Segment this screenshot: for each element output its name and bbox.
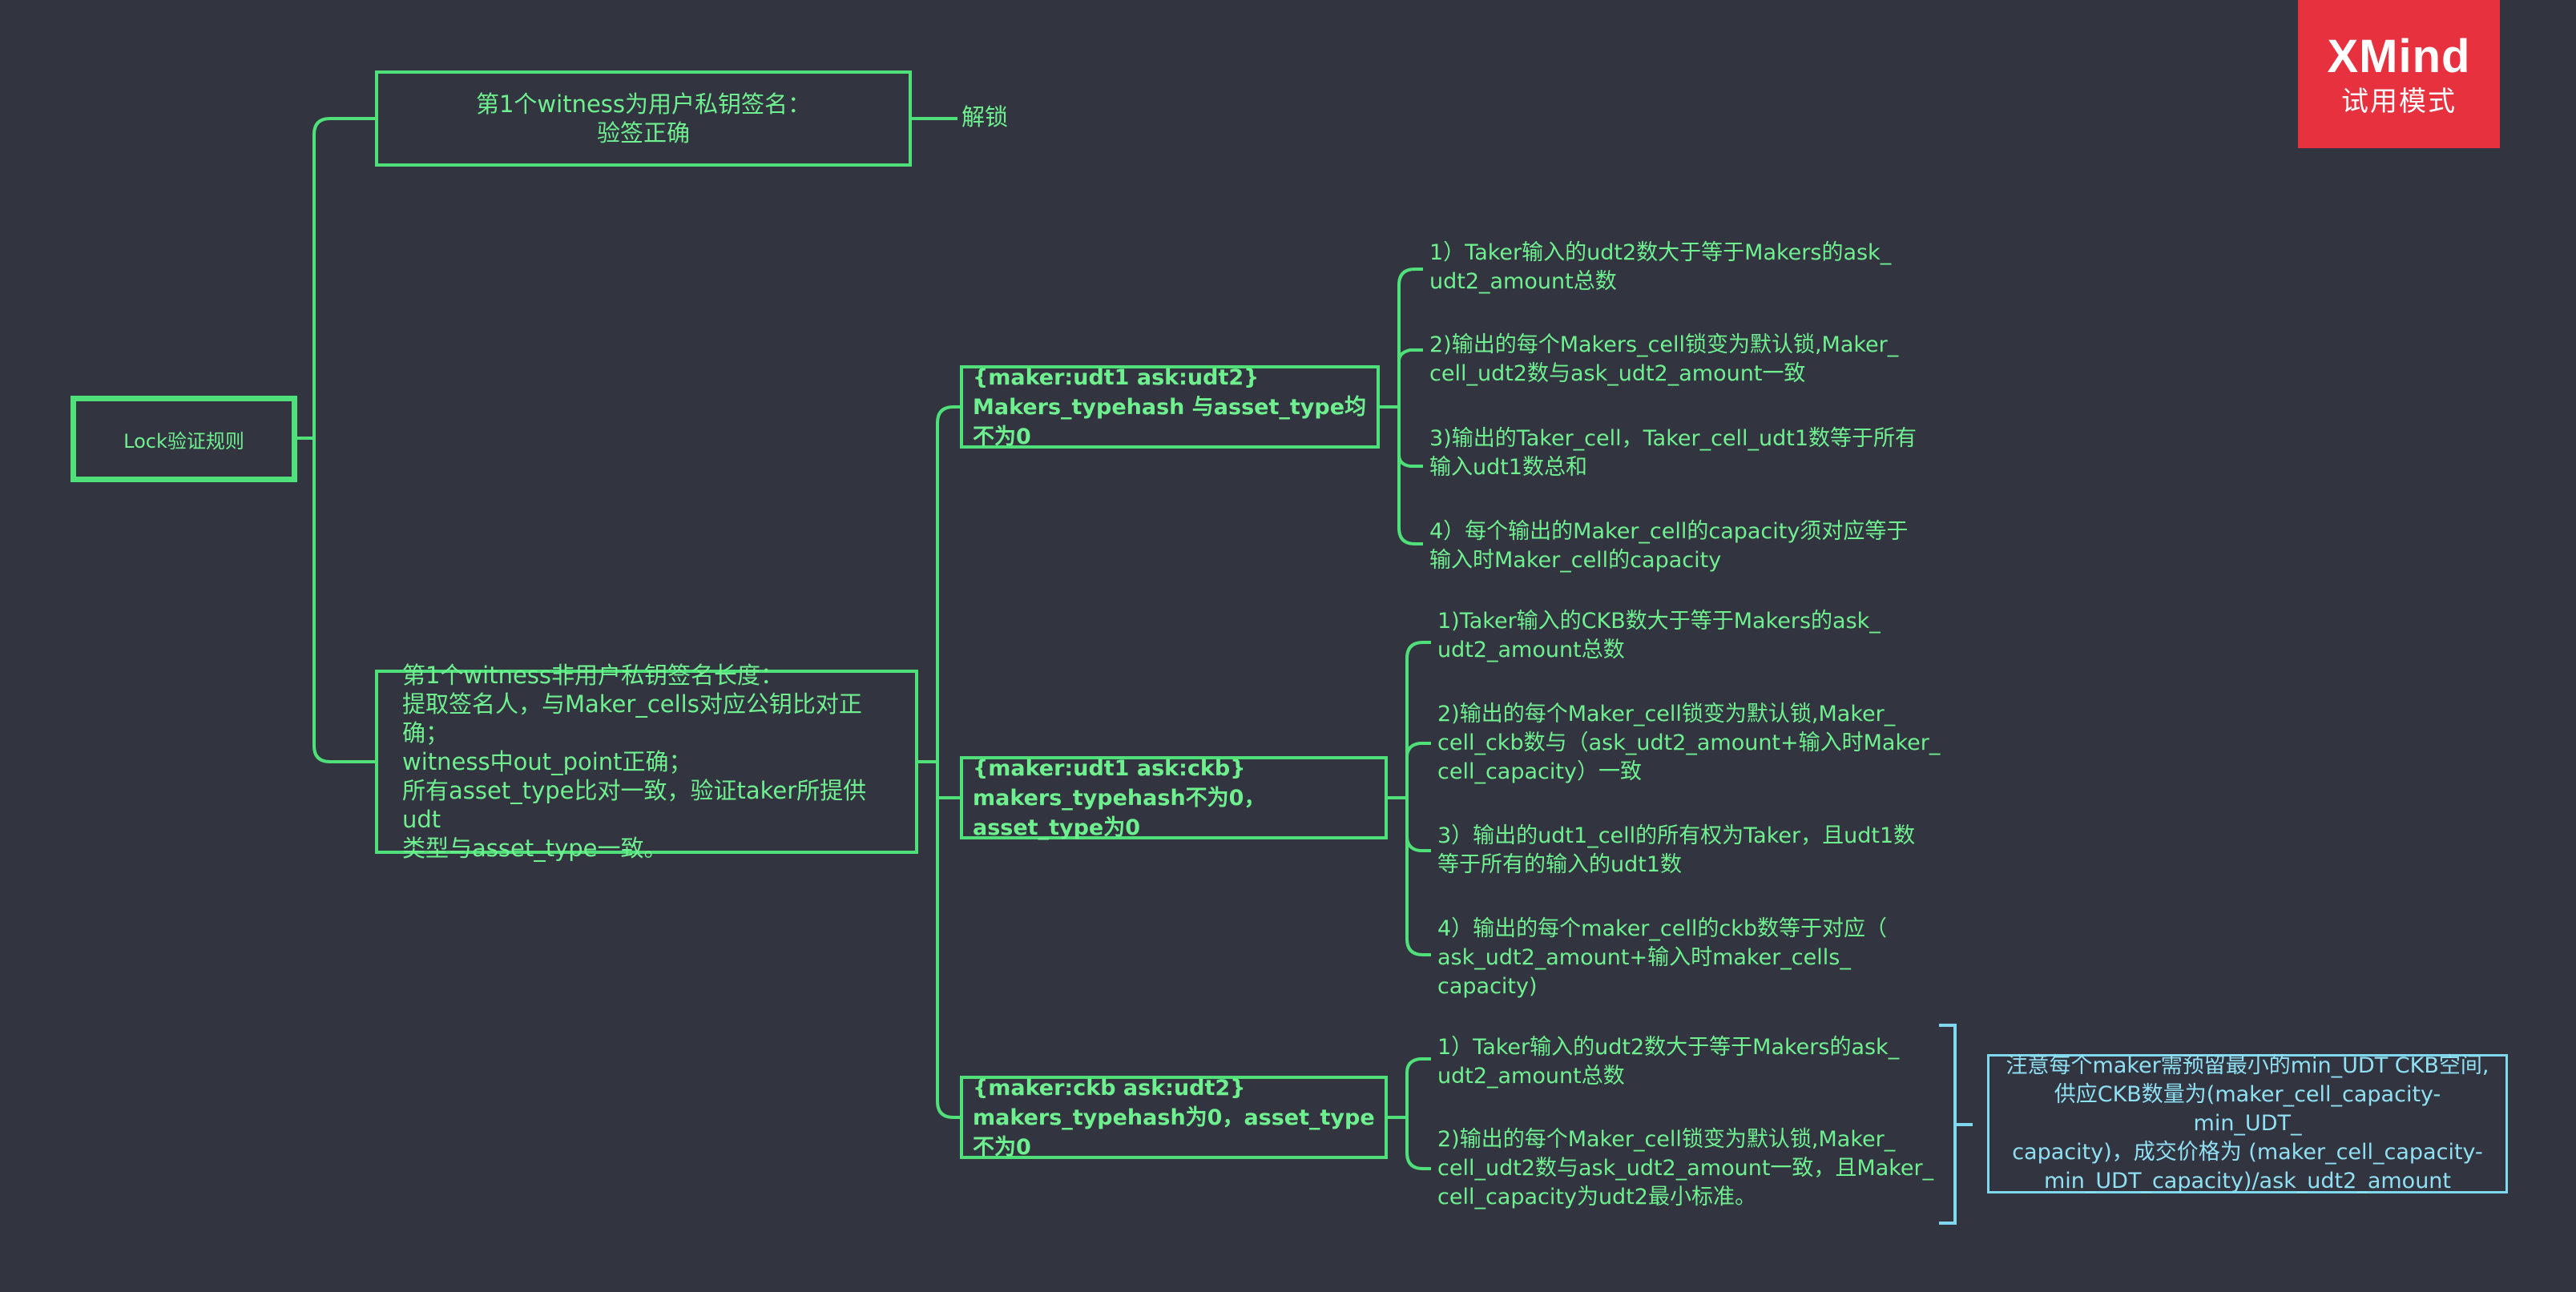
branch-udt1-ckb-label: {maker:udt1 ask:ckb} makers_typehash不为0，… (973, 755, 1266, 840)
branch-udt1-udt2-item-2[interactable]: 2)输出的每个Makers_cell锁变为默认锁,Maker_ cell_udt… (1429, 332, 1899, 386)
topic-user-signature[interactable]: 第1个witness为用户私钥签名： 验签正确 (375, 70, 912, 167)
branch-ckb-udt2-item-1[interactable]: 1）Taker输入的udt2数大于等于Makers的ask_ udt2_amou… (1437, 1035, 1900, 1089)
topic-non-user-signature[interactable]: 第1个witness非用户私钥签名长度： 提取签名人，与Maker_cells对… (375, 662, 918, 862)
root-topic[interactable]: Lock验证规则 (71, 396, 297, 482)
branch-udt1-ckb-item-4[interactable]: 4）输出的每个maker_cell的ckb数等于对应（ ask_udt2_amo… (1437, 916, 1887, 999)
branch-udt1-udt2-label: {maker:udt1 ask:udt2} Makers_typehash 与a… (973, 364, 1367, 449)
branch-udt1-udt2-item-3[interactable]: 3)输出的Taker_cell，Taker_cell_udt1数等于所有 输入u… (1429, 426, 1917, 480)
topic-user-signature-label: 第1个witness为用户私钥签名： 验签正确 (475, 91, 812, 147)
branch-udt1-udt2-item-1[interactable]: 1）Taker输入的udt2数大于等于Makers的ask_ udt2_amou… (1429, 240, 1892, 294)
branch-udt1-ckb[interactable]: {maker:udt1 ask:ckb} makers_typehash不为0，… (960, 756, 1388, 840)
trial-mode-text: 试用模式 (2341, 86, 2457, 117)
xmind-brand-text: XMind (2327, 30, 2471, 83)
branch-udt1-ckb-item-1[interactable]: 1)Taker输入的CKB数大于等于Makers的ask_ udt2_amoun… (1437, 609, 1881, 662)
root-topic-label: Lock验证规则 (123, 429, 244, 453)
branch-ckb-udt2-item-2[interactable]: 2)输出的每个Maker_cell锁变为默认锁,Maker_ cell_udt2… (1437, 1127, 1934, 1209)
branch-udt1-udt2-item-4[interactable]: 4）每个输出的Maker_cell的capacity须对应等于 输入时Maker… (1429, 519, 1909, 573)
xmind-trial-logo: XMind 试用模式 (2298, 0, 2500, 148)
branch-udt1-udt2[interactable]: {maker:udt1 ask:udt2} Makers_typehash 与a… (960, 365, 1380, 449)
topic-non-user-signature-label: 第1个witness非用户私钥签名长度： 提取签名人，与Maker_cells对… (402, 662, 867, 862)
branch-ckb-udt2[interactable]: {maker:ckb ask:udt2} makers_typehash为0，a… (960, 1075, 1388, 1160)
topic-unlock-label[interactable]: 解锁 (961, 103, 1009, 131)
boundary-note-text: 注意每个maker需预留最小的min_UDT CKB空间, 供应CKB数量为(m… (2006, 1053, 2489, 1193)
boundary-note[interactable]: 注意每个maker需预留最小的min_UDT CKB空间, 供应CKB数量为(m… (1987, 1053, 2508, 1193)
branch-ckb-udt2-label: {maker:ckb ask:udt2} makers_typehash为0，a… (973, 1075, 1375, 1160)
branch-udt1-ckb-item-3[interactable]: 3）输出的udt1_cell的所有权为Taker，且udt1数 等于所有的输入的… (1437, 823, 1916, 877)
branch-udt1-ckb-item-2[interactable]: 2)输出的每个Maker_cell锁变为默认锁,Maker_ cell_ckb数… (1437, 702, 1941, 784)
